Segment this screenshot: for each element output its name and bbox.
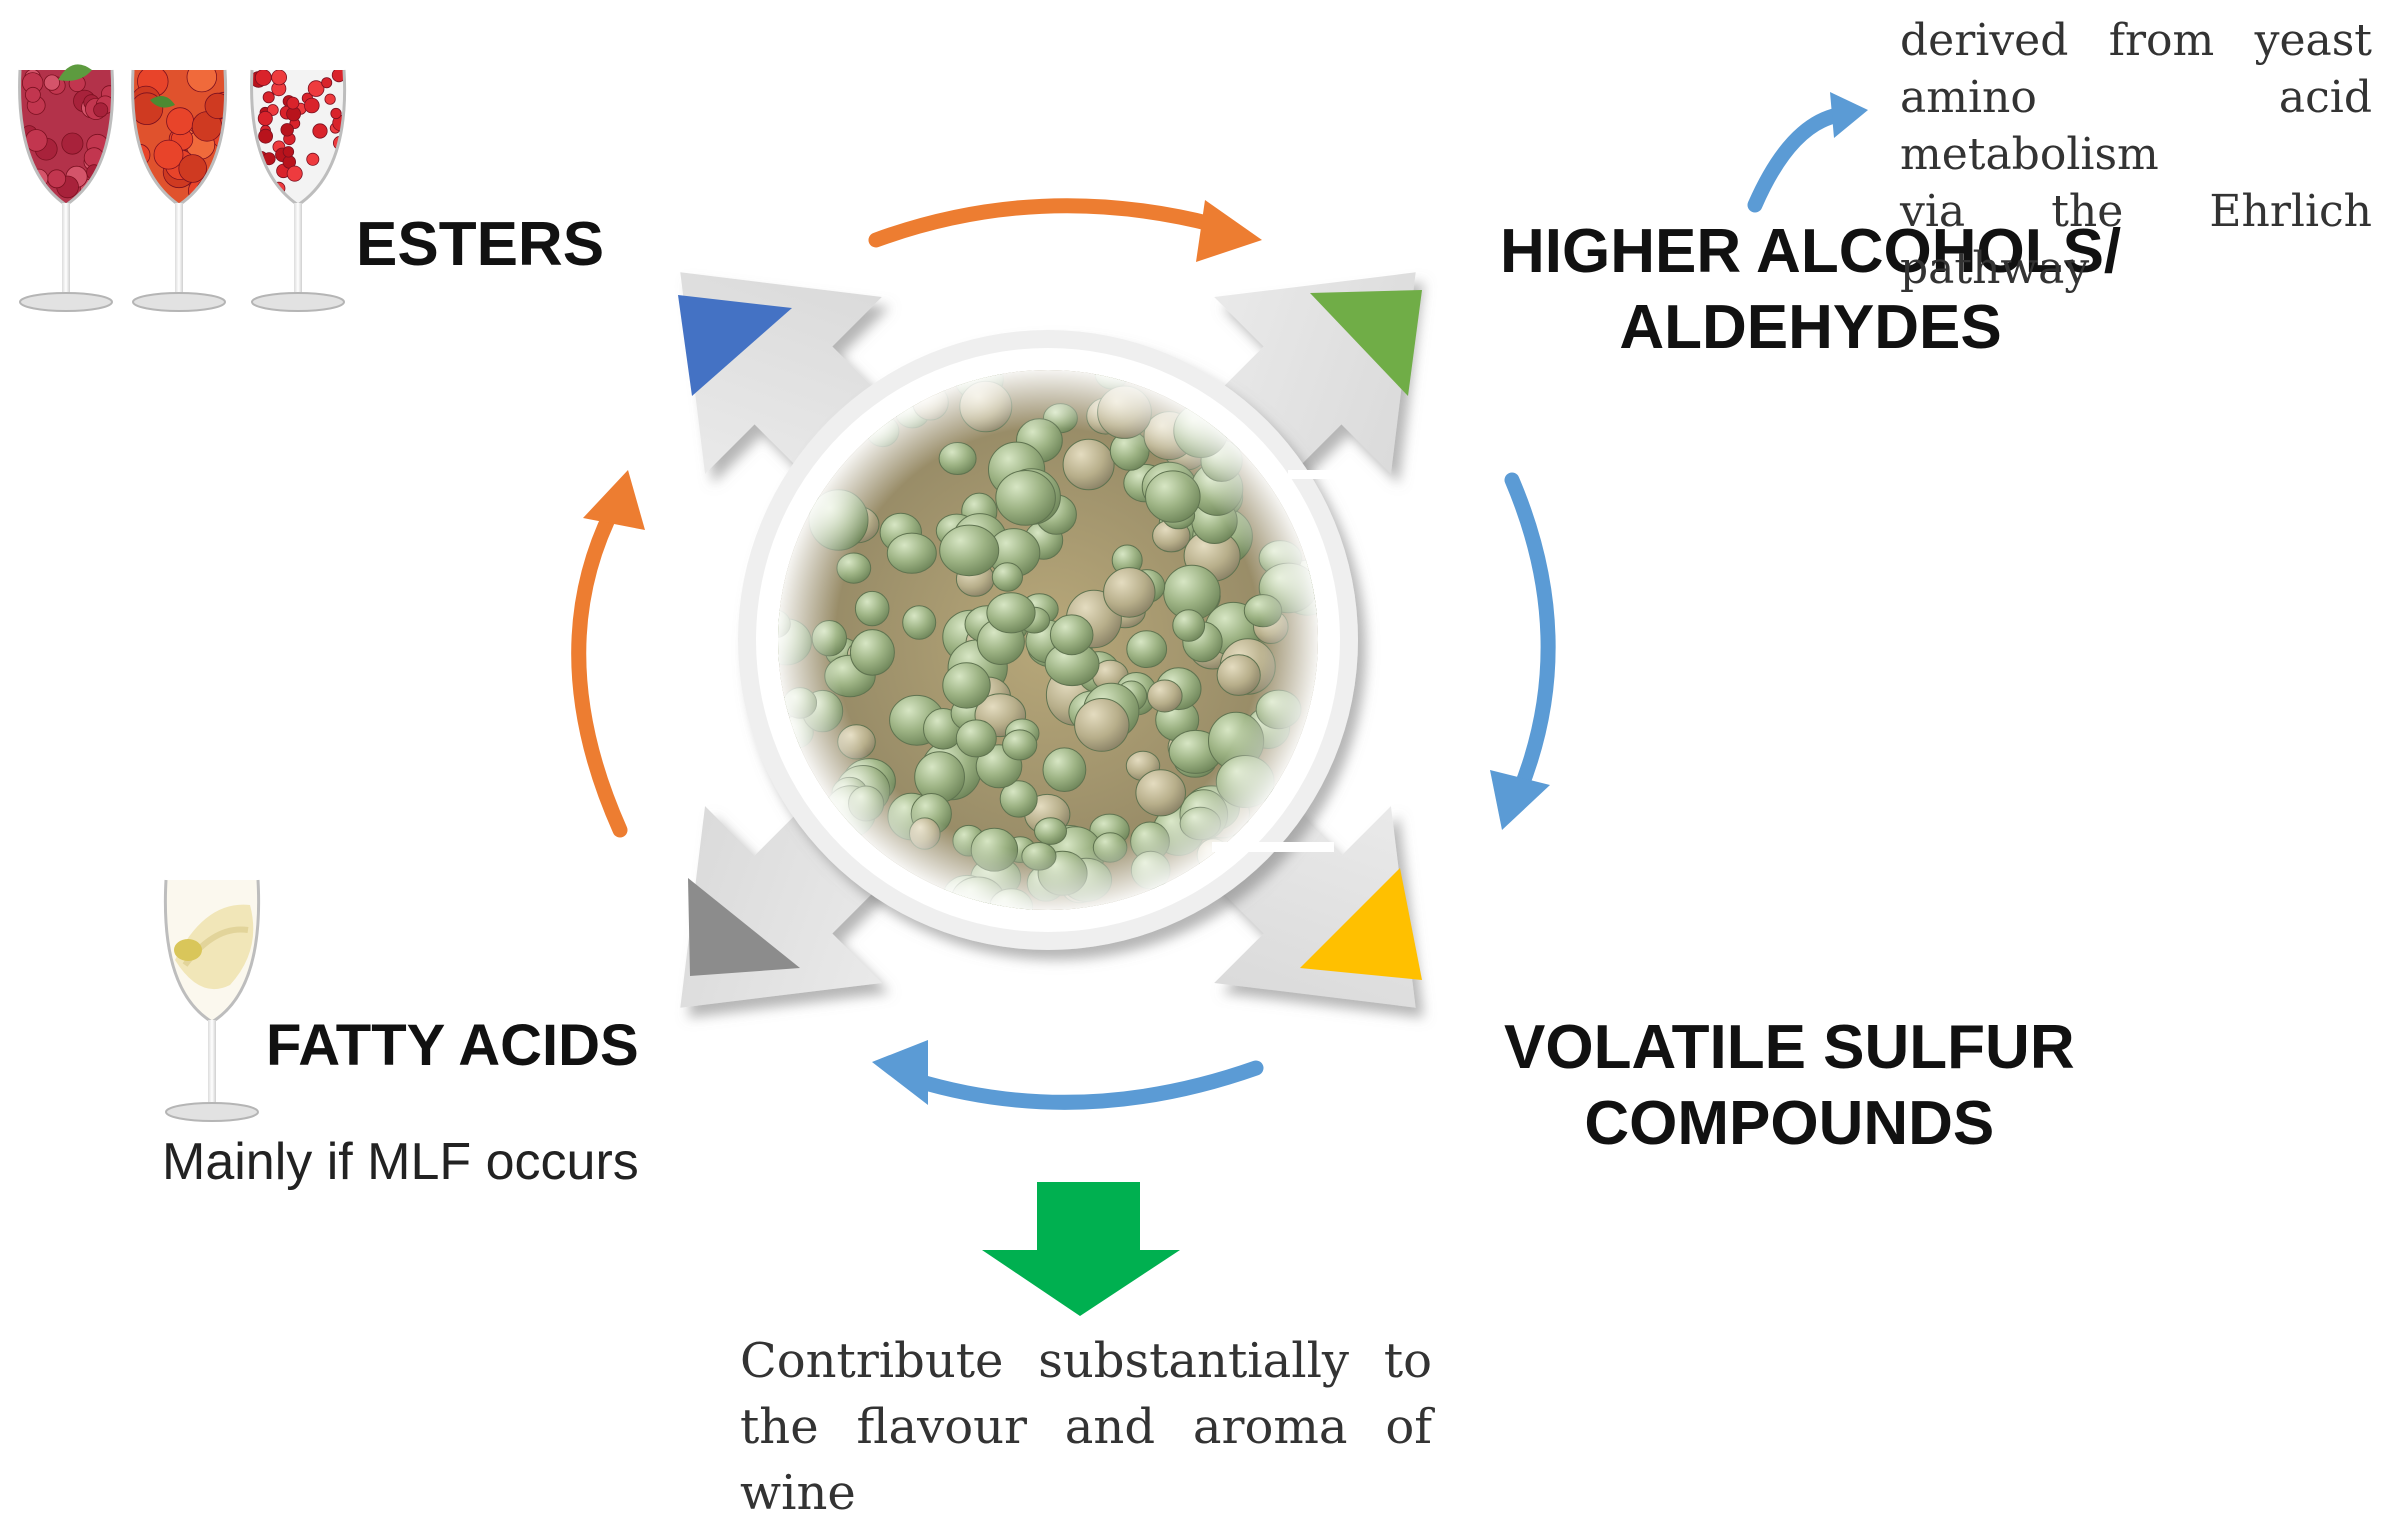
volatile-sulfur-label: VOLATILE SULFUR COMPOUNDS — [1504, 1010, 2075, 1162]
alcohols-triangle-icon — [1310, 290, 1422, 396]
scale-bar-top — [1288, 470, 1338, 479]
higher-alcohols-label: HIGHER ALCOHOLS/ ALDEHYDES — [1500, 214, 2121, 366]
blue-arrow-to-note-head — [1830, 92, 1868, 138]
fruit-glasses-icon-group — [18, 64, 347, 312]
ehrlich-note-line3: via the Ehrlich pathway — [1900, 186, 2372, 294]
blue-arrow-bottom-head — [872, 1040, 928, 1105]
volatile-sulfur-label-line1: VOLATILE SULFUR — [1504, 1013, 2075, 1082]
strawberry-glass-icon — [131, 69, 228, 312]
mlf-note: Mainly if MLF occurs — [162, 1133, 639, 1191]
ehrlich-note-line1: derived from yeast — [1900, 15, 2372, 66]
orange-arrow-top — [868, 198, 1223, 248]
orange-arrow-top-head — [1196, 200, 1262, 262]
conclusion-note-line1: Contribute substantially to — [740, 1333, 1432, 1389]
scale-bar-bottom — [1212, 842, 1334, 852]
redcurrant-glass-icon — [250, 69, 347, 312]
higher-alcohols-label-line2: ALDEHYDES — [1619, 293, 2002, 362]
green-down-arrow-icon — [982, 1182, 1180, 1316]
yeast-cells-micrograph — [778, 370, 1318, 910]
esters-triangle-icon — [678, 295, 792, 396]
conclusion-note-line2: the flavour and aroma of wine — [740, 1399, 1432, 1521]
diagram-graphics — [18, 64, 1868, 1316]
ehrlich-note-line2: amino acid metabolism — [1900, 72, 2372, 180]
volatile-sulfur-label-line2: COMPOUNDS — [1584, 1089, 1995, 1158]
conclusion-note: Contribute substantially to the flavour … — [740, 1328, 1432, 1526]
higher-alcohols-label-line1: HIGHER ALCOHOLS/ — [1500, 217, 2122, 286]
blue-arrow-bottom — [907, 1060, 1264, 1110]
yeast-aroma-diagram: ESTERS HIGHER ALCOHOLS/ ALDEHYDES VOLATI… — [18, 12, 2372, 1521]
blue-arrow-right-head — [1490, 770, 1550, 830]
sulfur-triangle-icon — [1300, 868, 1422, 980]
blue-arrow-to-note — [1747, 107, 1846, 213]
fatty-acids-triangle-icon — [688, 878, 800, 976]
butter-wine-glass-icon — [163, 879, 261, 1122]
ehrlich-note: derived from yeast amino acid metabolism… — [1900, 12, 2372, 297]
orange-arrow-left — [571, 497, 628, 838]
fatty-acids-label: FATTY ACIDS — [266, 1013, 639, 1078]
blue-arrow-right — [1504, 472, 1556, 798]
cycle-arrows — [571, 92, 1868, 1110]
raspberry-glass-icon — [18, 64, 115, 312]
esters-label: ESTERS — [356, 210, 605, 279]
orange-arrow-left-head — [583, 470, 645, 530]
